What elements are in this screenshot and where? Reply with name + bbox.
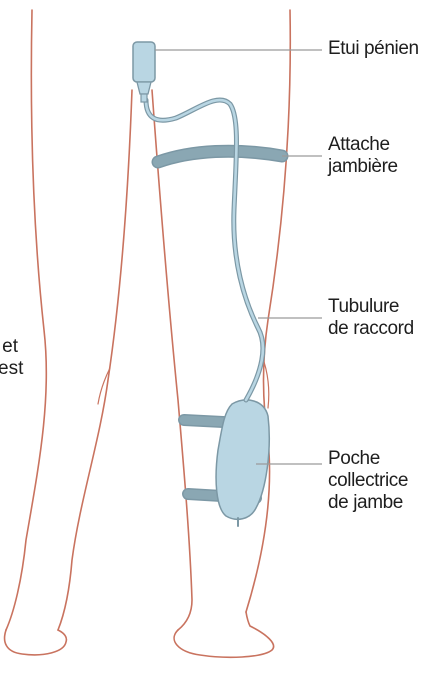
- left-leg-outline: [5, 10, 132, 655]
- right-leg-inner-contour: [152, 90, 192, 630]
- collection-bag: [216, 400, 269, 519]
- right-leg-outline: [152, 10, 290, 657]
- label-attache-jambiere: Attache jambière: [328, 134, 398, 178]
- left-fragment-line-1: et: [0, 336, 18, 358]
- thigh-strap: [158, 151, 282, 162]
- label-poche-line-3: de jambe: [328, 492, 408, 514]
- label-poche-line-2: collectrice: [328, 470, 408, 492]
- label-tubulure-line-2: de raccord: [328, 318, 414, 340]
- left-leg-inner-contour: [58, 90, 132, 630]
- left-fragment-line-2: est: [0, 358, 18, 380]
- label-etui-line-1: Etui pénien: [328, 38, 419, 60]
- label-etui-penien: Etui pénien: [328, 38, 419, 60]
- label-poche-collectrice: Poche collectrice de jambe: [328, 448, 408, 514]
- connecting-tube: [146, 100, 263, 400]
- left-text-fragment: et est: [0, 336, 18, 380]
- label-poche-line-1: Poche: [328, 448, 408, 470]
- label-attache-line-2: jambière: [328, 156, 398, 178]
- label-attache-line-1: Attache: [328, 134, 398, 156]
- label-tubulure-line-1: Tubulure: [328, 296, 414, 318]
- left-leg-foot: [5, 630, 67, 655]
- label-tubulure-de-raccord: Tubulure de raccord: [328, 296, 414, 340]
- left-leg-outer-contour: [6, 10, 46, 630]
- right-leg-foot: [174, 612, 273, 657]
